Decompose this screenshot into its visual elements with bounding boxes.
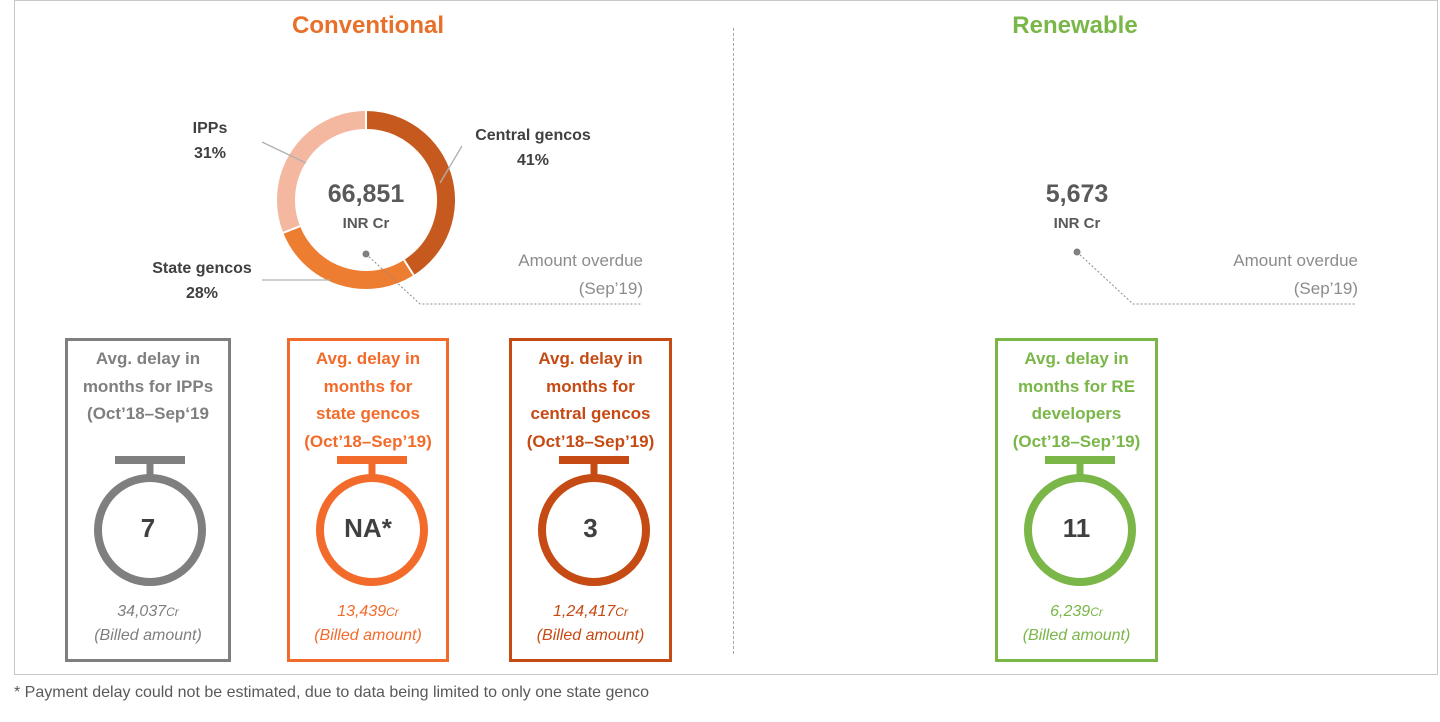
slice-separator [282,225,301,234]
conventional-title: Conventional [291,12,444,39]
leader-ipps [261,141,307,164]
stopwatch-icon [1024,456,1136,586]
section-divider [733,28,734,654]
slice-pct-ipps: 31% [193,145,227,162]
slice-ipps [277,111,367,233]
billed-amount: 6,239Cr (Billed amount) [998,600,1155,648]
overdue-leader-renewable [1076,251,1355,305]
overdue-line1-renewable: Amount overdue [1233,251,1358,270]
title-line: state gencos [316,404,420,423]
delay-card-title: Avg. delay in months for central gencos … [512,345,669,455]
conventional-total-value: 66,851 [327,180,405,208]
stopwatch-icon [316,456,428,586]
renewable-total-value: 5,673 [1045,180,1109,208]
title-line: months for [323,376,413,396]
overdue-line1-conventional: Amount overdue [518,251,643,270]
title-line: months for [546,376,635,396]
billed-amount: 13,439Cr (Billed amount) [290,600,446,648]
delay-value: 7 [140,513,156,543]
delay-card-re-developers: Avg. delay in months for RE developers (… [995,338,1158,662]
title-line: (Oct’18–Sep‘19 [87,404,209,423]
slice-name-state: State gencos [152,260,252,277]
amount-number: 13,439 [337,603,387,620]
slice-label-state: State gencos 28% [132,256,272,306]
billed-amount: 1,24,417Cr (Billed amount) [512,600,669,648]
overdue-line2-renewable: (Sep’19) [1293,279,1358,298]
slice-separator [403,259,415,276]
delay-card-title: Avg. delay in months for RE developers (… [998,345,1155,455]
amount-number: 1,24,417 [553,603,616,620]
billed-amount-value: 34,037Cr [68,600,228,624]
renewable-total-unit: INR Cr [1053,215,1101,232]
renewable-title: Renewable [1012,12,1138,39]
conventional-total-unit: INR Cr [342,215,390,232]
billed-amount: 34,037Cr (Billed amount) [68,600,228,648]
overdue-label-renewable: Amount overdue (Sep’19) [1158,247,1358,303]
title-line: (Oct’18–Sep’19) [1012,431,1141,451]
delay-card-central-gencos: Avg. delay in months for central gencos … [509,338,672,662]
title-line: Avg. delay in [1024,349,1129,368]
billed-amount-note: (Billed amount) [1022,627,1131,644]
amount-unit: Cr [615,605,628,619]
title-line: months for RE [1017,376,1136,396]
delay-card-title: Avg. delay in months for state gencos (O… [290,345,446,455]
delay-card-title: Avg. delay in months for IPPs (Oct’18–Se… [68,345,228,428]
stopwatch-icon [538,456,650,586]
overdue-line2-conventional: (Sep’19) [578,279,643,298]
overdue-leader-conventional [365,253,642,305]
donut-chart [261,111,1355,305]
delay-card-state-gencos: Avg. delay in months for state gencos (O… [287,338,449,662]
delay-value: 3 [583,513,598,543]
amount-unit: Cr [386,605,399,619]
delay-value: 11 [1062,513,1091,543]
footnote: * Payment delay could not be estimated, … [14,684,650,701]
title-line: central gencos [530,404,651,423]
slice-pct-state: 28% [185,285,219,302]
stopwatch-icon [94,456,206,586]
title-line: Avg. delay in [538,349,643,368]
title-line: (Oct’18–Sep’19) [526,431,655,451]
slice-pct-central: 41% [516,152,550,169]
title-line: Avg. delay in [95,349,201,368]
slice-name-central: Central gencos [475,127,591,144]
slice-state-gencos [283,225,414,289]
delay-card-ipps: Avg. delay in months for IPPs (Oct’18–Se… [65,338,231,662]
slice-label-ipps: IPPs 31% [170,116,250,166]
delay-value: NA* [344,513,392,543]
billed-amount-value: 6,239Cr [998,600,1155,624]
billed-amount-note: (Billed amount) [94,627,202,644]
billed-amount-note: (Billed amount) [314,627,422,644]
figure-frame [14,0,1438,675]
amount-unit: Cr [1090,605,1103,619]
amount-unit: Cr [166,605,179,619]
billed-amount-value: 1,24,417Cr [512,600,669,624]
title-line: Avg. delay in [315,349,421,368]
slice-label-central: Central gencos 41% [448,123,618,173]
amount-number: 6,239 [1050,603,1091,620]
billed-amount-note: (Billed amount) [536,627,645,644]
overdue-label-conventional: Amount overdue (Sep’19) [443,247,643,303]
title-line: months for IPPs [82,376,214,396]
billed-amount-value: 13,439Cr [290,600,446,624]
title-line: (Oct’18–Sep’19) [304,431,432,451]
amount-number: 34,037 [117,603,167,620]
title-line: developers [1031,404,1122,423]
leader-central [439,145,463,184]
slice-name-ipps: IPPs [192,120,228,137]
